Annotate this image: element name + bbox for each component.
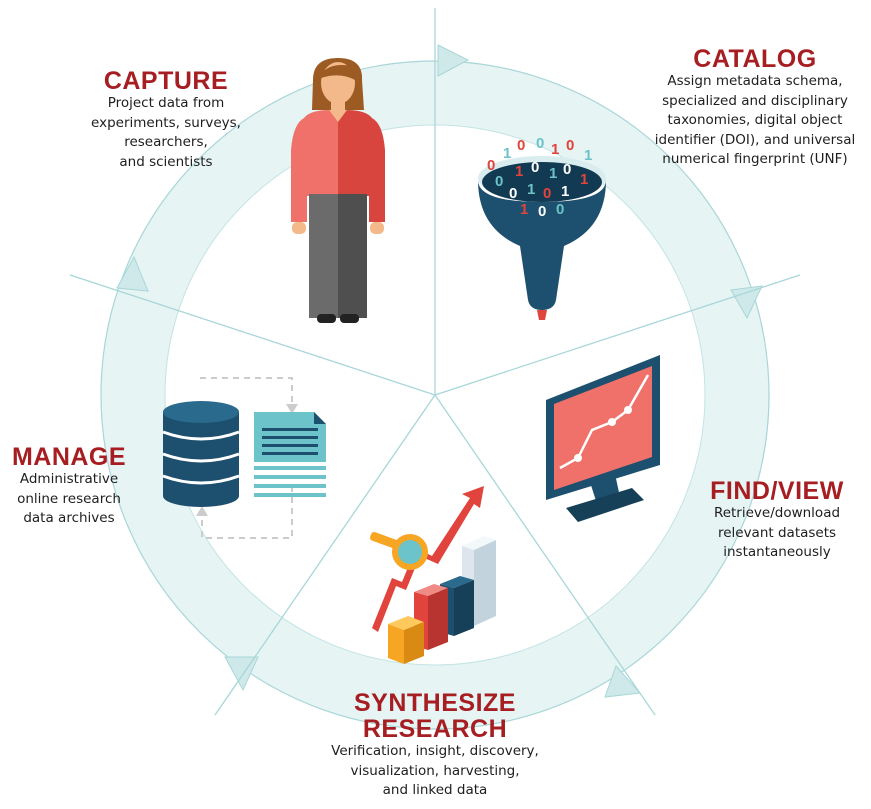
arrow-icon [730,285,763,320]
svg-text:1: 1 [551,141,559,158]
stage-capture: CAPTURE Project data from experiments, s… [86,68,246,172]
svg-text:0: 0 [536,135,544,152]
svg-text:0: 0 [531,159,539,176]
arrow-icon [604,665,642,698]
stage-description: Assign metadata schema, specialized and … [654,73,856,167]
svg-text:0: 0 [487,157,495,174]
stage-catalog: CATALOG Assign metadata schema, speciali… [640,46,870,170]
arrow-icon [116,255,149,292]
stage-title: SYNTHESIZE RESEARCH [354,689,516,743]
svg-text:1: 1 [561,183,569,200]
svg-text:1: 1 [503,145,511,162]
stage-description: Administrative online research data arch… [17,471,121,526]
svg-text:0: 0 [517,137,525,154]
stage-manage: MANAGE Administrative online research da… [8,444,130,529]
stage-description: Verification, insight, discovery, visual… [331,743,539,798]
monitor-chart-icon [546,355,660,522]
database-documents-icon [162,377,326,539]
arrow-icon [437,44,470,77]
stage-title: FIND/VIEW [710,477,844,505]
stage-description: Project data from experiments, surveys, … [91,95,241,170]
svg-text:1: 1 [549,165,557,182]
stage-description: Retrieve/download relevant datasets inst… [713,505,841,560]
svg-text:1: 1 [584,147,592,164]
stage-findview: FIND/VIEW Retrieve/download relevant dat… [692,478,862,563]
svg-text:0: 0 [538,203,546,220]
svg-text:1: 1 [515,163,523,180]
data-funnel-icon: 0 1 0 0 1 0 1 0 1 0 1 0 1 0 1 0 1 1 0 0 [478,135,606,320]
svg-text:0: 0 [495,173,503,190]
svg-text:0: 0 [563,161,571,178]
svg-text:1: 1 [580,171,588,188]
svg-text:0: 0 [566,137,574,154]
svg-text:0: 0 [543,185,551,202]
stage-title: CAPTURE [103,67,229,95]
svg-text:1: 1 [527,181,535,198]
bar-chart-magnifier-icon [370,486,496,664]
person-icon [291,58,385,323]
stage-synthesize: SYNTHESIZE RESEARCH Verification, insigh… [300,690,570,801]
stage-title: CATALOG [693,45,817,73]
divider-lines [69,8,801,716]
svg-text:0: 0 [556,201,564,218]
svg-text:1: 1 [520,201,528,218]
stage-title: MANAGE [11,443,127,471]
svg-text:0: 0 [509,185,517,202]
